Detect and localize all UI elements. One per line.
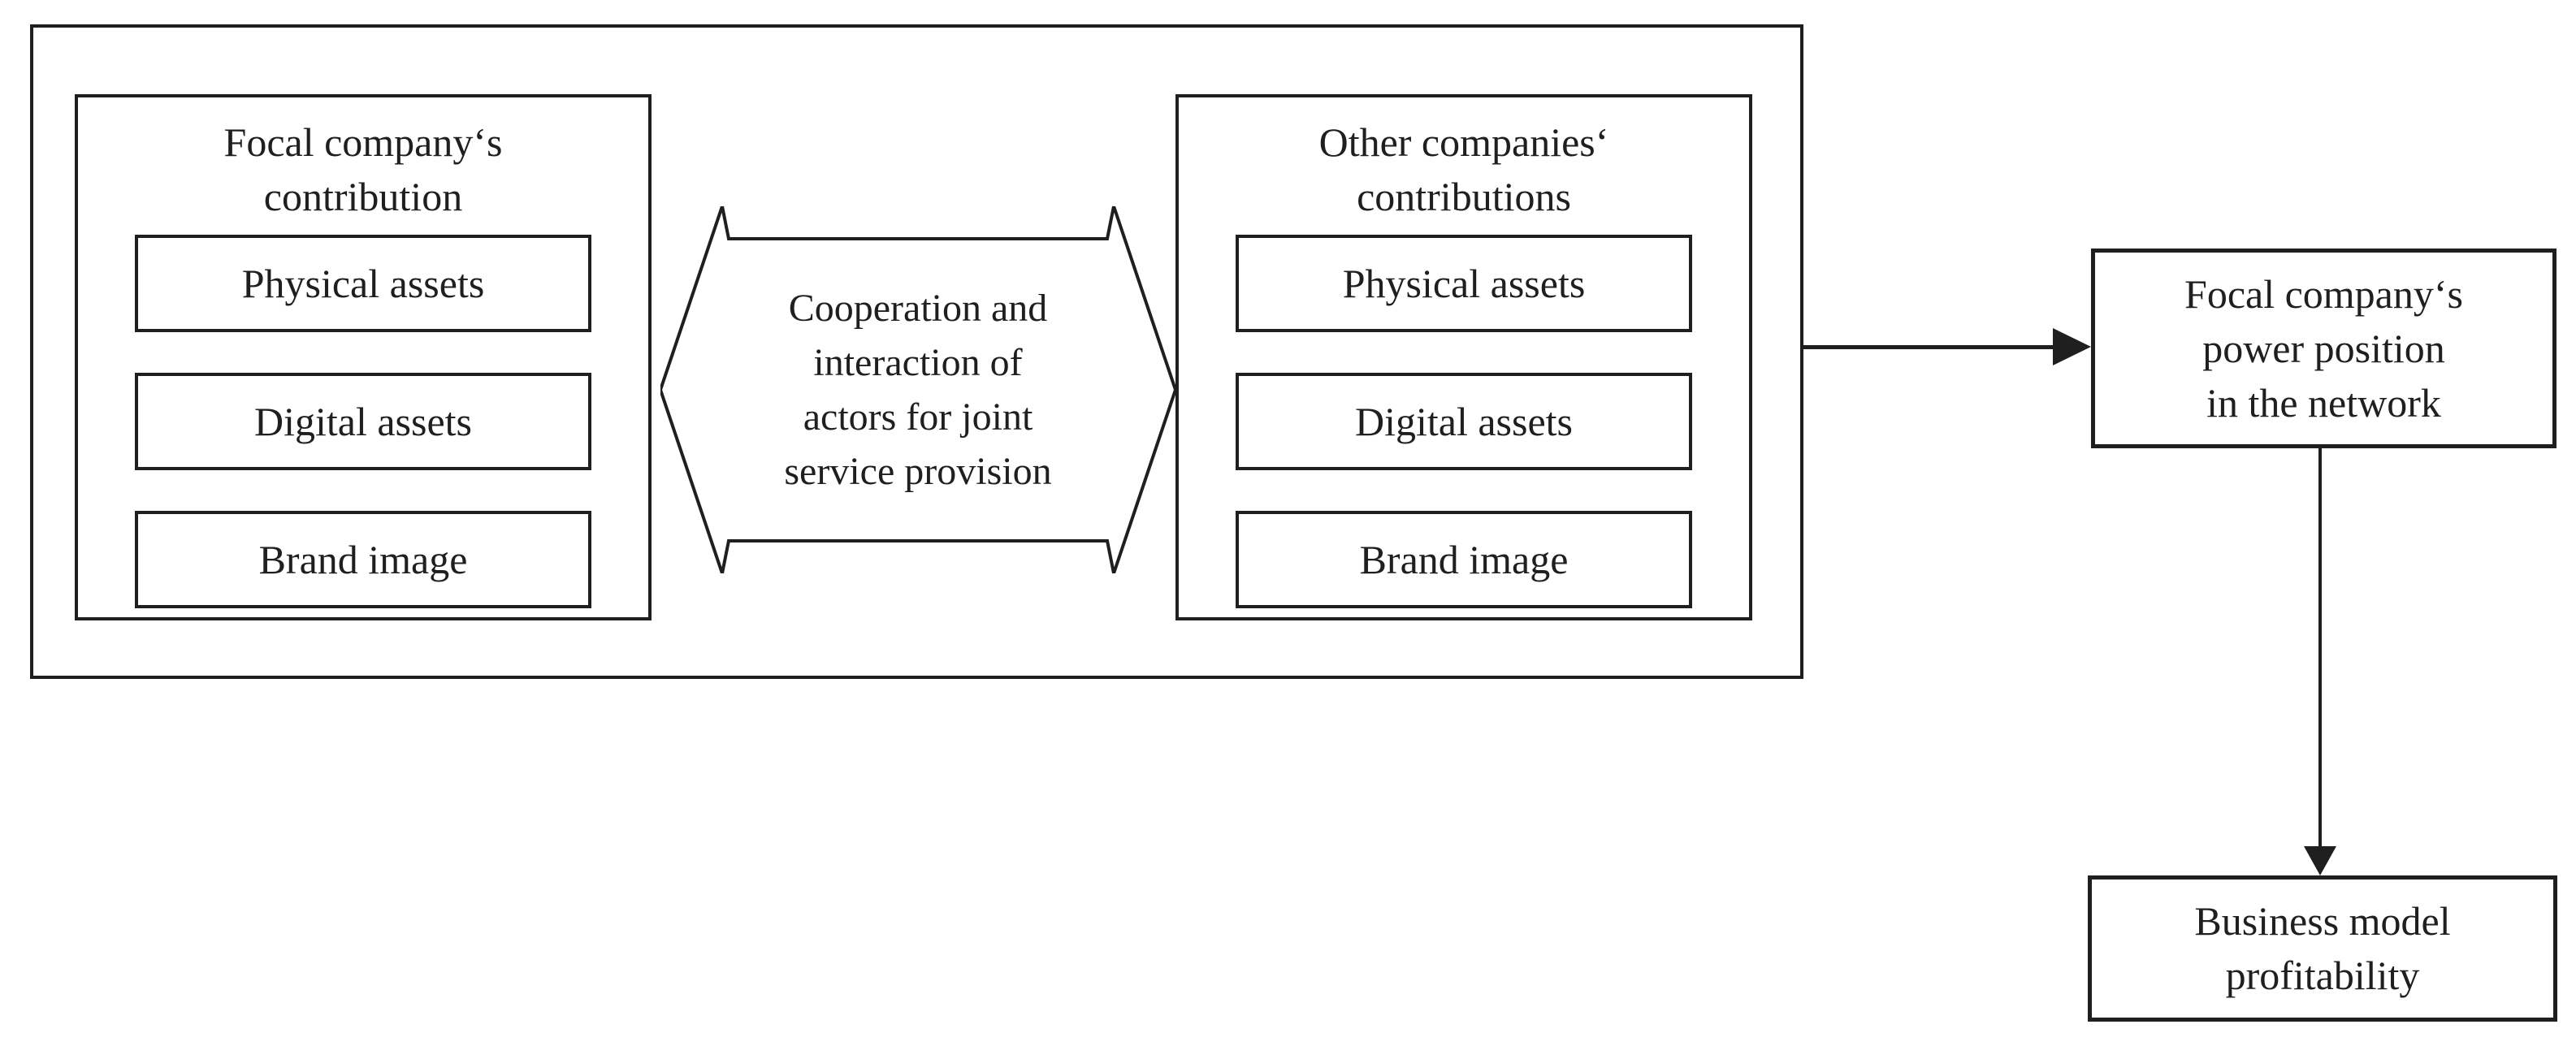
other-brand-image-box: Brand image xyxy=(1236,511,1692,608)
profitability-box-line1: Business model xyxy=(2194,898,2451,944)
focal-company-panel: Focal company‘s contribution Physical as… xyxy=(75,94,652,620)
other-companies-panel: Other companies‘ contributions Physical … xyxy=(1175,94,1752,620)
other-panel-title-line2: contributions xyxy=(1357,174,1571,219)
other-digital-assets-box: Digital assets xyxy=(1236,373,1692,470)
power-box-line3: in the network xyxy=(2206,379,2441,426)
power-box-line1: Focal company‘s xyxy=(2184,270,2463,317)
focal-panel-title-line2: contribution xyxy=(263,174,463,219)
profitability-box-line2: profitability xyxy=(2225,953,2420,998)
connector-to-power-box-line xyxy=(1803,345,2054,349)
focal-physical-assets-box: Physical assets xyxy=(135,235,591,332)
focal-panel-title-line1: Focal company‘s xyxy=(223,119,503,165)
double-arrow-shape xyxy=(660,206,1175,573)
down-arrowhead-icon xyxy=(2304,846,2336,875)
power-position-box: Focal company‘s power position in the ne… xyxy=(2091,249,2557,448)
other-panel-title: Other companies‘ contributions xyxy=(1179,115,1749,224)
other-physical-assets-box: Physical assets xyxy=(1236,235,1692,332)
double-arrow-outline xyxy=(660,206,1175,573)
profitability-box: Business model profitability xyxy=(2088,875,2557,1022)
double-arrow-label: Cooperation and interaction of actors fo… xyxy=(693,281,1143,499)
focal-digital-assets-box: Digital assets xyxy=(135,373,591,470)
double-arrow-label-line3: actors for joint xyxy=(803,395,1033,439)
double-arrow-label-line4: service provision xyxy=(784,450,1052,493)
connector-to-profitability-line xyxy=(2318,448,2322,848)
other-panel-title-line1: Other companies‘ xyxy=(1318,119,1609,165)
double-arrow-label-line2: interaction of xyxy=(813,341,1023,384)
double-arrow-label-line1: Cooperation and xyxy=(788,287,1048,330)
focal-panel-title: Focal company‘s contribution xyxy=(78,115,648,224)
focal-brand-image-box: Brand image xyxy=(135,511,591,608)
power-box-line2: power position xyxy=(2202,325,2445,371)
right-arrowhead-icon xyxy=(2053,328,2091,365)
